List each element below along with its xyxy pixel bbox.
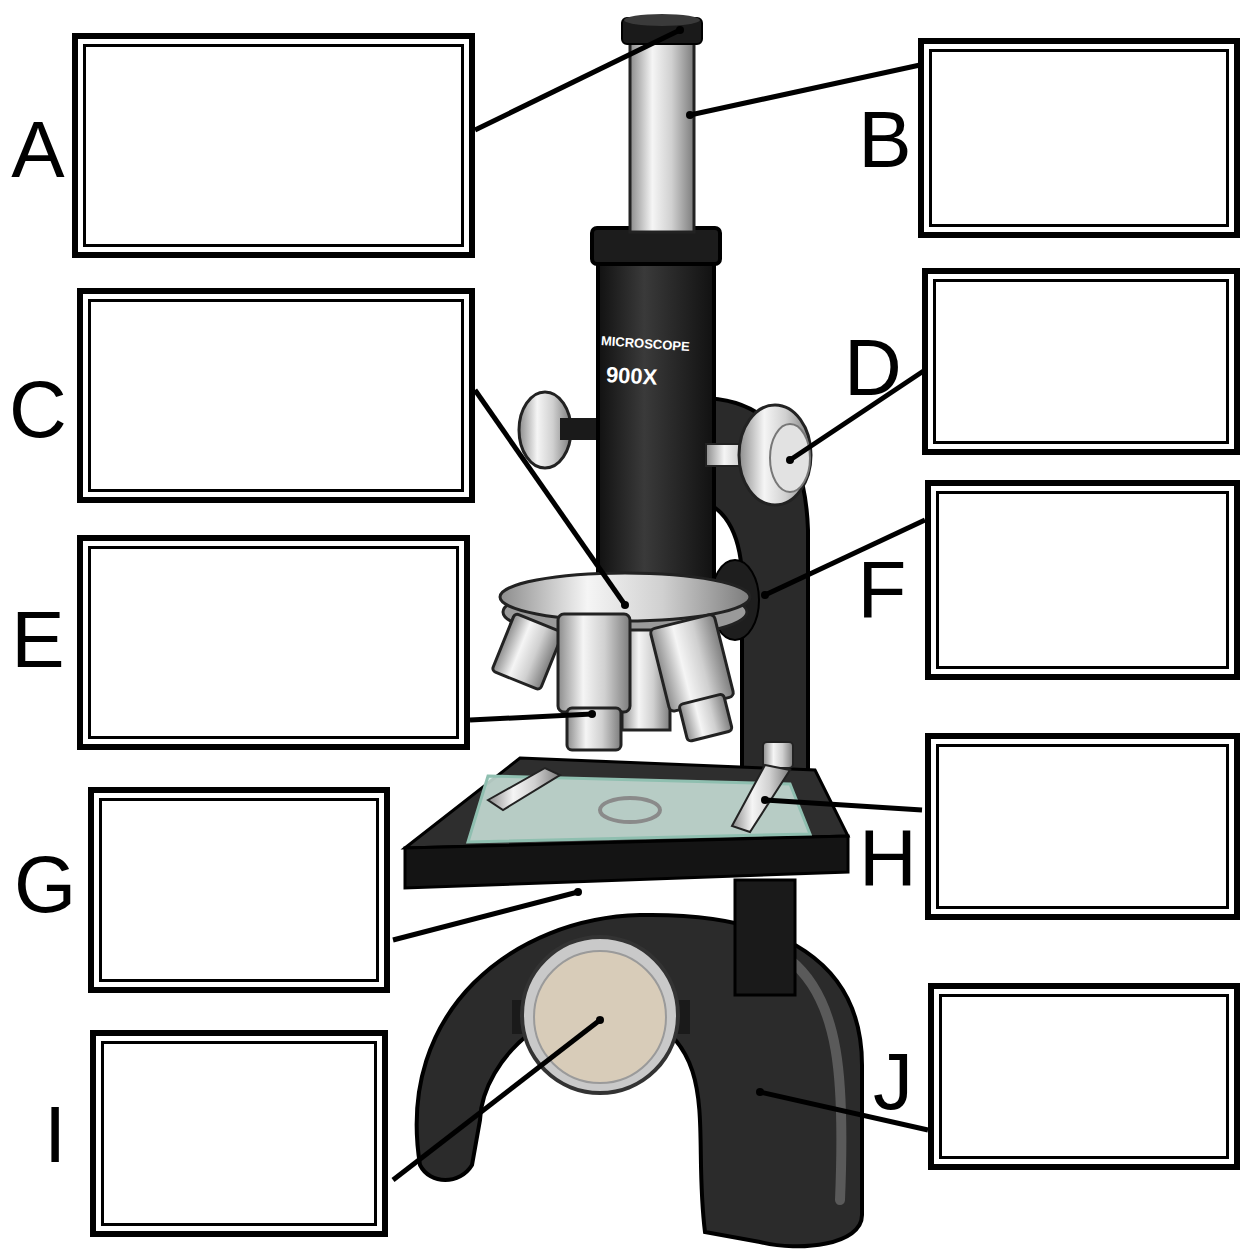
leader-dot [756,1088,764,1096]
part-letter: B [845,98,925,182]
part-letter: D [833,326,913,410]
pillar [735,880,795,995]
leader-dot [676,26,684,34]
leader-line [475,390,625,605]
leader-dot [761,796,769,804]
stage-clip [732,765,790,832]
answer-box: A [72,33,475,258]
leader-dot [574,888,582,896]
specimen [600,798,660,822]
knob-face [770,424,810,492]
leader-dot [761,591,769,599]
answer-box: C [77,288,475,503]
objective-lens [558,614,630,712]
mirror [534,951,666,1083]
eyepiece-lens [624,14,700,26]
part-letter: F [842,548,922,632]
answer-box: I [90,1030,388,1237]
leader-line [393,1020,600,1180]
leader-dot [686,111,694,119]
eyepiece-tube [630,40,694,232]
answer-box: D [922,268,1240,455]
mirror-rim [522,937,678,1093]
part-letter: J [853,1040,933,1124]
part-letter: C [0,368,78,452]
leader-line [393,892,578,940]
answer-box: E [77,535,470,750]
leader-dot [621,601,629,609]
answer-box: F [925,480,1240,680]
leader-line [470,714,592,720]
tube-label: 900X [605,362,658,391]
answer-box: G [88,787,390,993]
leader-dot [596,1016,604,1024]
answer-box: B [918,38,1240,238]
answer-box: J [928,983,1240,1170]
leader-line [765,800,922,810]
part-letter: I [15,1093,95,1177]
base-highlight [790,960,842,1200]
leader-dot [588,710,596,718]
knob-axle [560,418,600,440]
part-letter: G [5,843,85,927]
part-letter: A [0,108,78,192]
body-tube [598,258,714,588]
objective-tip [679,694,733,742]
stage-clip [488,768,560,810]
part-letter: E [0,598,78,682]
answer-box: H [925,733,1240,920]
stage-front [405,836,848,888]
clip-post [763,742,793,768]
objective-lens [492,613,563,690]
leader-dot [786,456,794,464]
leader-line [475,30,680,130]
part-letter: H [848,816,928,900]
